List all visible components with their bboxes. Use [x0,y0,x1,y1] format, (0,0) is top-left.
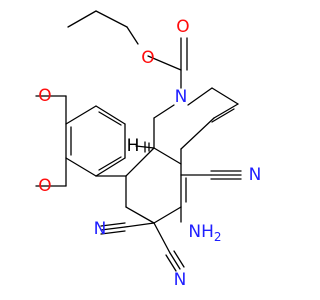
bond-c8a-c8 [153,147,182,165]
bond-n-c1 [153,104,175,119]
bond-nitrile-left-3 [100,230,126,235]
atom-n-nitrile-right: N [249,165,262,185]
bond-nitrile-bottom-2 [165,254,177,272]
atom-o-methoxy-bottom: O [38,176,51,196]
bond-c7-nitrile-left [124,222,155,228]
bond-c4-c4a [213,103,239,119]
atom-o-methoxy-top: O [38,86,51,106]
atom-n-amino-main: NH [188,222,214,242]
bond-c8-c8a-link [125,147,155,177]
bond-ethyl-terminal [67,10,97,28]
bond-ar-double-2 [98,111,122,126]
bond-ar-3 [65,105,97,125]
atom-h-stereo: H [127,136,140,156]
bond-nitrile-bottom [169,252,181,270]
bond-c4a-c8a [180,117,215,150]
bond-c6-c7 [153,206,182,224]
bond-ar-double-3 [98,156,122,171]
atom-n-amino: NH2 [188,222,221,244]
bond-n-c3 [187,87,213,106]
atom-o-ester: O [141,48,154,68]
bond-ar-6 [95,157,126,177]
bond-ethyl-ch2 [95,10,128,28]
atom-label-layer: O O N H O O N N N NH2 [38,17,261,290]
bond-layer [35,10,242,272]
bond-ar-4 [95,105,126,125]
molecule-structure: O O N H O O N N N NH2 [35,10,261,290]
bond-c7-c8 [125,206,155,224]
atom-o-carbonyl: O [176,17,189,37]
atom-n-nitrile-bottom: N [174,270,187,290]
atom-n-ring: N [175,87,188,107]
bond-o-ester-carbonyl [147,55,182,71]
bond-nitrile-bottom-3 [173,250,185,268]
bond-c4-c4a-inner [211,108,235,123]
bond-c7-nitrile-bottom [153,222,171,254]
bond-c3-c4 [211,87,239,105]
bond-nitrile-left [100,226,126,231]
bond-ar-1 [65,157,97,177]
atom-n-amino-subscript: 2 [214,230,222,244]
bond-ch2-o-ester [126,26,139,45]
bond-nitrile-left-2 [100,222,126,227]
molecule-canvas: O O N H O O N N N NH2 [35,10,261,290]
atom-n-nitrile-left: N [94,219,107,239]
